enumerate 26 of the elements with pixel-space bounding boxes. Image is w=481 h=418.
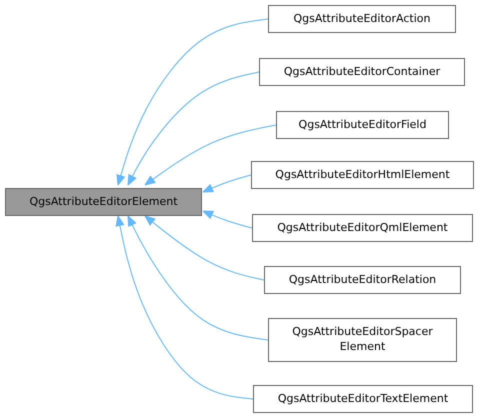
inheritance-arrow bbox=[144, 124, 276, 186]
inheritance-arrow bbox=[116, 216, 254, 400]
class-name: QgsAttributeEditorField bbox=[298, 118, 426, 132]
class-box bbox=[253, 385, 473, 413]
class-box bbox=[251, 161, 474, 189]
class-name: QgsAttributeEditorContainer bbox=[284, 64, 440, 80]
class-box bbox=[268, 318, 457, 362]
class-box bbox=[268, 5, 456, 33]
class-name: QgsAttributeEditorHtmlElement bbox=[275, 168, 450, 182]
inheritance-arrow bbox=[144, 216, 264, 280]
inheritance-arrow bbox=[202, 210, 252, 228]
class-box bbox=[259, 58, 465, 86]
class-box bbox=[264, 266, 461, 294]
class-name: QgsAttributeEditorElement bbox=[29, 194, 178, 210]
class-name: QgsAttributeEditorTextElement bbox=[278, 392, 448, 406]
class-box bbox=[5, 188, 202, 216]
class-name: QgsAttributeEditorRelation bbox=[288, 272, 436, 288]
class-box bbox=[252, 214, 473, 242]
class-name: QgsAttributeEditorQmlElement bbox=[277, 220, 448, 236]
inheritance-arrow bbox=[116, 18, 268, 186]
class-box bbox=[276, 111, 449, 139]
class-name: QgsAttributeEditorAction bbox=[294, 12, 430, 26]
inheritance-arrow bbox=[202, 174, 252, 192]
inheritance-arrow bbox=[128, 216, 268, 340]
class-name: QgsAttributeEditorSpacer Element bbox=[291, 325, 434, 355]
inheritance-arrow bbox=[128, 72, 260, 186]
